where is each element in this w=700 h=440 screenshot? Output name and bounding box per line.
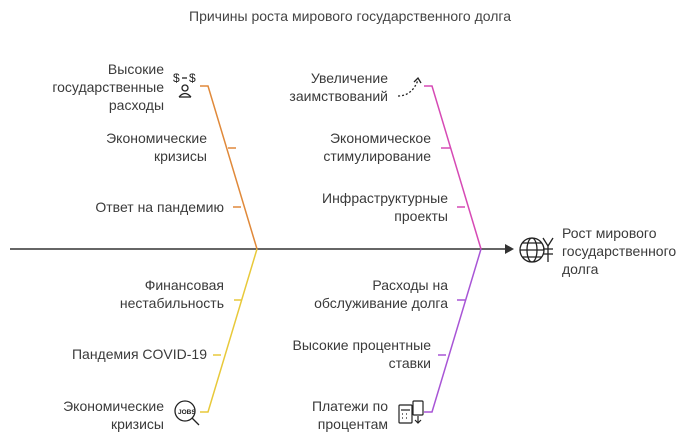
cause-pandemic-response: Ответ на пандемию <box>95 199 224 215</box>
calculator-card-icon <box>398 400 424 424</box>
effect-label: Рост мирового государственного долга <box>562 225 677 277</box>
cause-financial-instability: Финансовая нестабильность <box>119 277 224 311</box>
cause-covid-19-pandemic: Пандемия COVID-19 <box>71 346 207 362</box>
cause-debt-servicing-costs: Расходы на обслуживание долга <box>314 277 448 311</box>
cause-increased-borrowing: Увеличение заимствований <box>289 70 388 104</box>
globe-yen-icon <box>519 237 554 263</box>
jobs-search-icon: JOBS <box>174 400 200 426</box>
cause-economic-crises-1: Экономические кризисы <box>106 130 207 164</box>
svg-text:$: $ <box>173 71 180 85</box>
cause-economic-stimulus: Экономическое стимулирование <box>323 130 431 164</box>
dotted-arrow-icon <box>397 76 422 97</box>
diagram-title: Причины роста мирового государственного … <box>189 8 511 24</box>
svg-text:$: $ <box>189 71 196 85</box>
cause-economic-crises-2: Экономические кризисы <box>63 398 164 432</box>
cause-interest-payments: Платежи по процентам <box>311 398 388 432</box>
branch-top-right <box>424 85 482 250</box>
svg-text:JOBS: JOBS <box>178 409 196 416</box>
branch-top-left <box>200 85 258 250</box>
branch-bottom-left <box>200 248 258 413</box>
spine-arrowhead <box>505 244 514 254</box>
branch-bottom-right <box>424 248 482 413</box>
money-person-icon: $ $ <box>173 71 196 98</box>
cause-high-government-spending: Высокие государственные расходы <box>52 61 164 113</box>
cause-infrastructure-projects: Инфраструктурные проекты <box>322 190 448 224</box>
cause-high-interest-rates: Высокие процентные ставки <box>292 337 432 371</box>
